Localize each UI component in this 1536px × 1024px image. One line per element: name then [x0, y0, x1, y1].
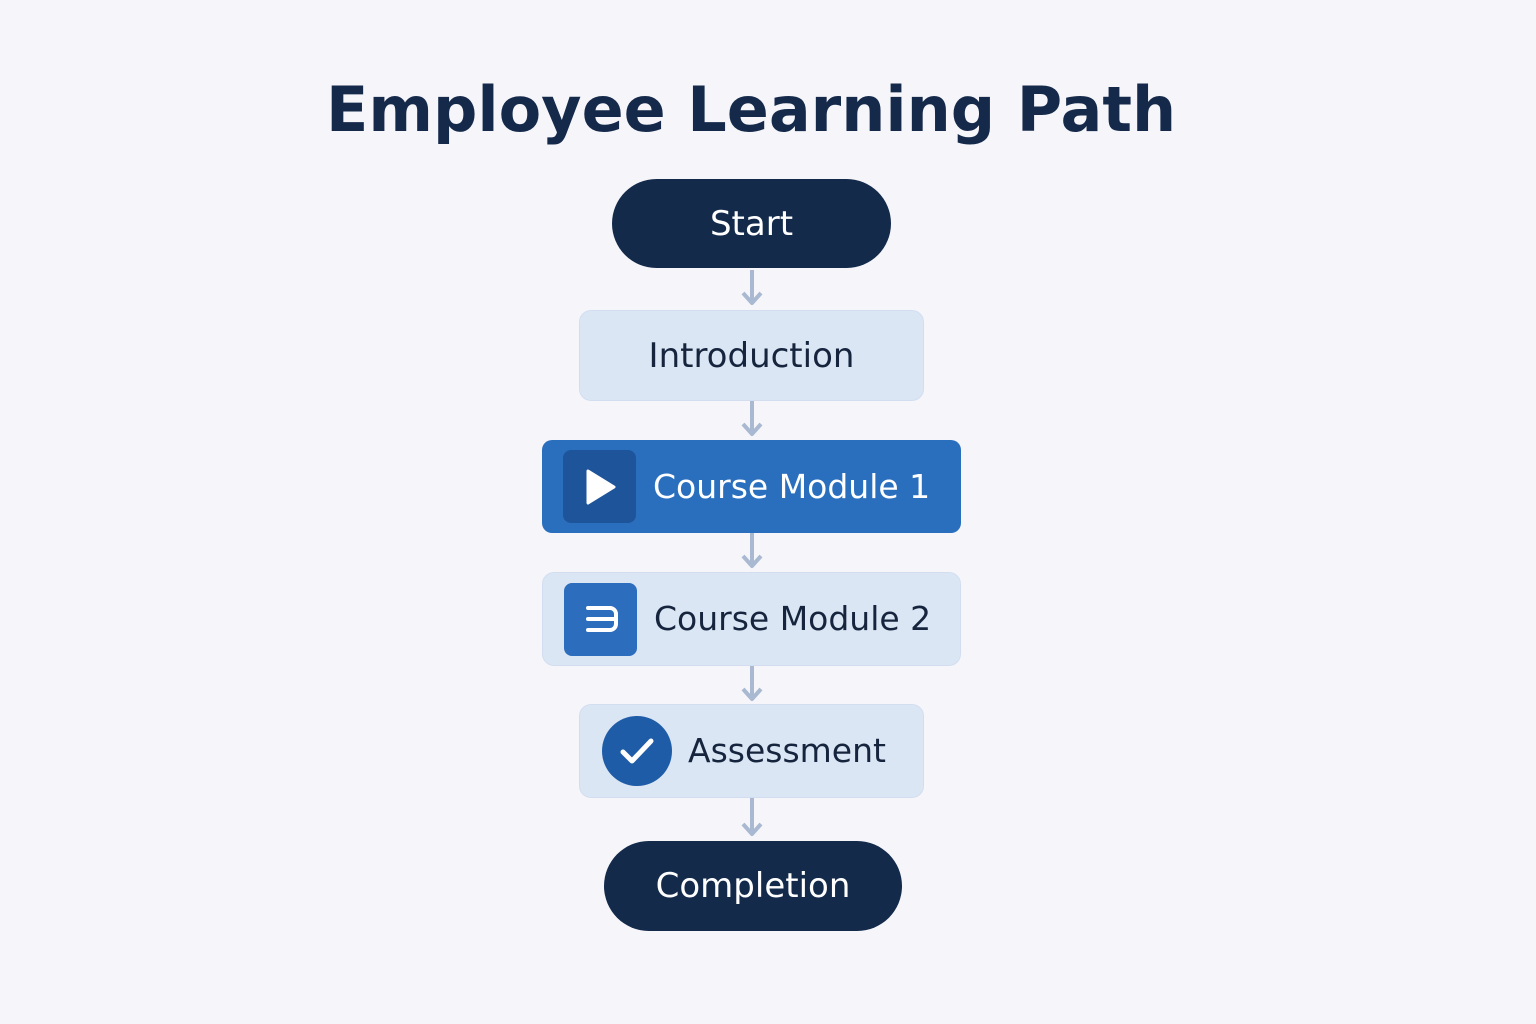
introduction-node[interactable]: Introduction — [579, 310, 924, 401]
connector-arrow — [741, 401, 763, 436]
completion-label: Completion — [655, 866, 851, 906]
connector-arrow — [741, 533, 763, 568]
check-icon — [602, 716, 672, 786]
connector-arrow — [741, 798, 763, 836]
completion-node[interactable]: Completion — [604, 841, 902, 931]
course-module-2-node[interactable]: Course Module 2 — [542, 572, 961, 666]
introduction-label: Introduction — [648, 335, 855, 376]
course-module-2-label: Course Module 2 — [654, 599, 932, 638]
page-title: Employee Learning Path — [326, 73, 1177, 146]
connector-arrow — [741, 666, 763, 701]
play-icon — [563, 450, 636, 523]
start-label: Start — [709, 203, 794, 244]
start-node[interactable]: Start — [612, 179, 891, 268]
course-module-1-node[interactable]: Course Module 1 — [542, 440, 961, 533]
assessment-label: Assessment — [688, 731, 886, 770]
assessment-node[interactable]: Assessment — [579, 704, 924, 798]
course-module-1-label: Course Module 1 — [653, 466, 931, 506]
connector-arrow — [741, 270, 763, 305]
document-icon — [564, 582, 637, 656]
